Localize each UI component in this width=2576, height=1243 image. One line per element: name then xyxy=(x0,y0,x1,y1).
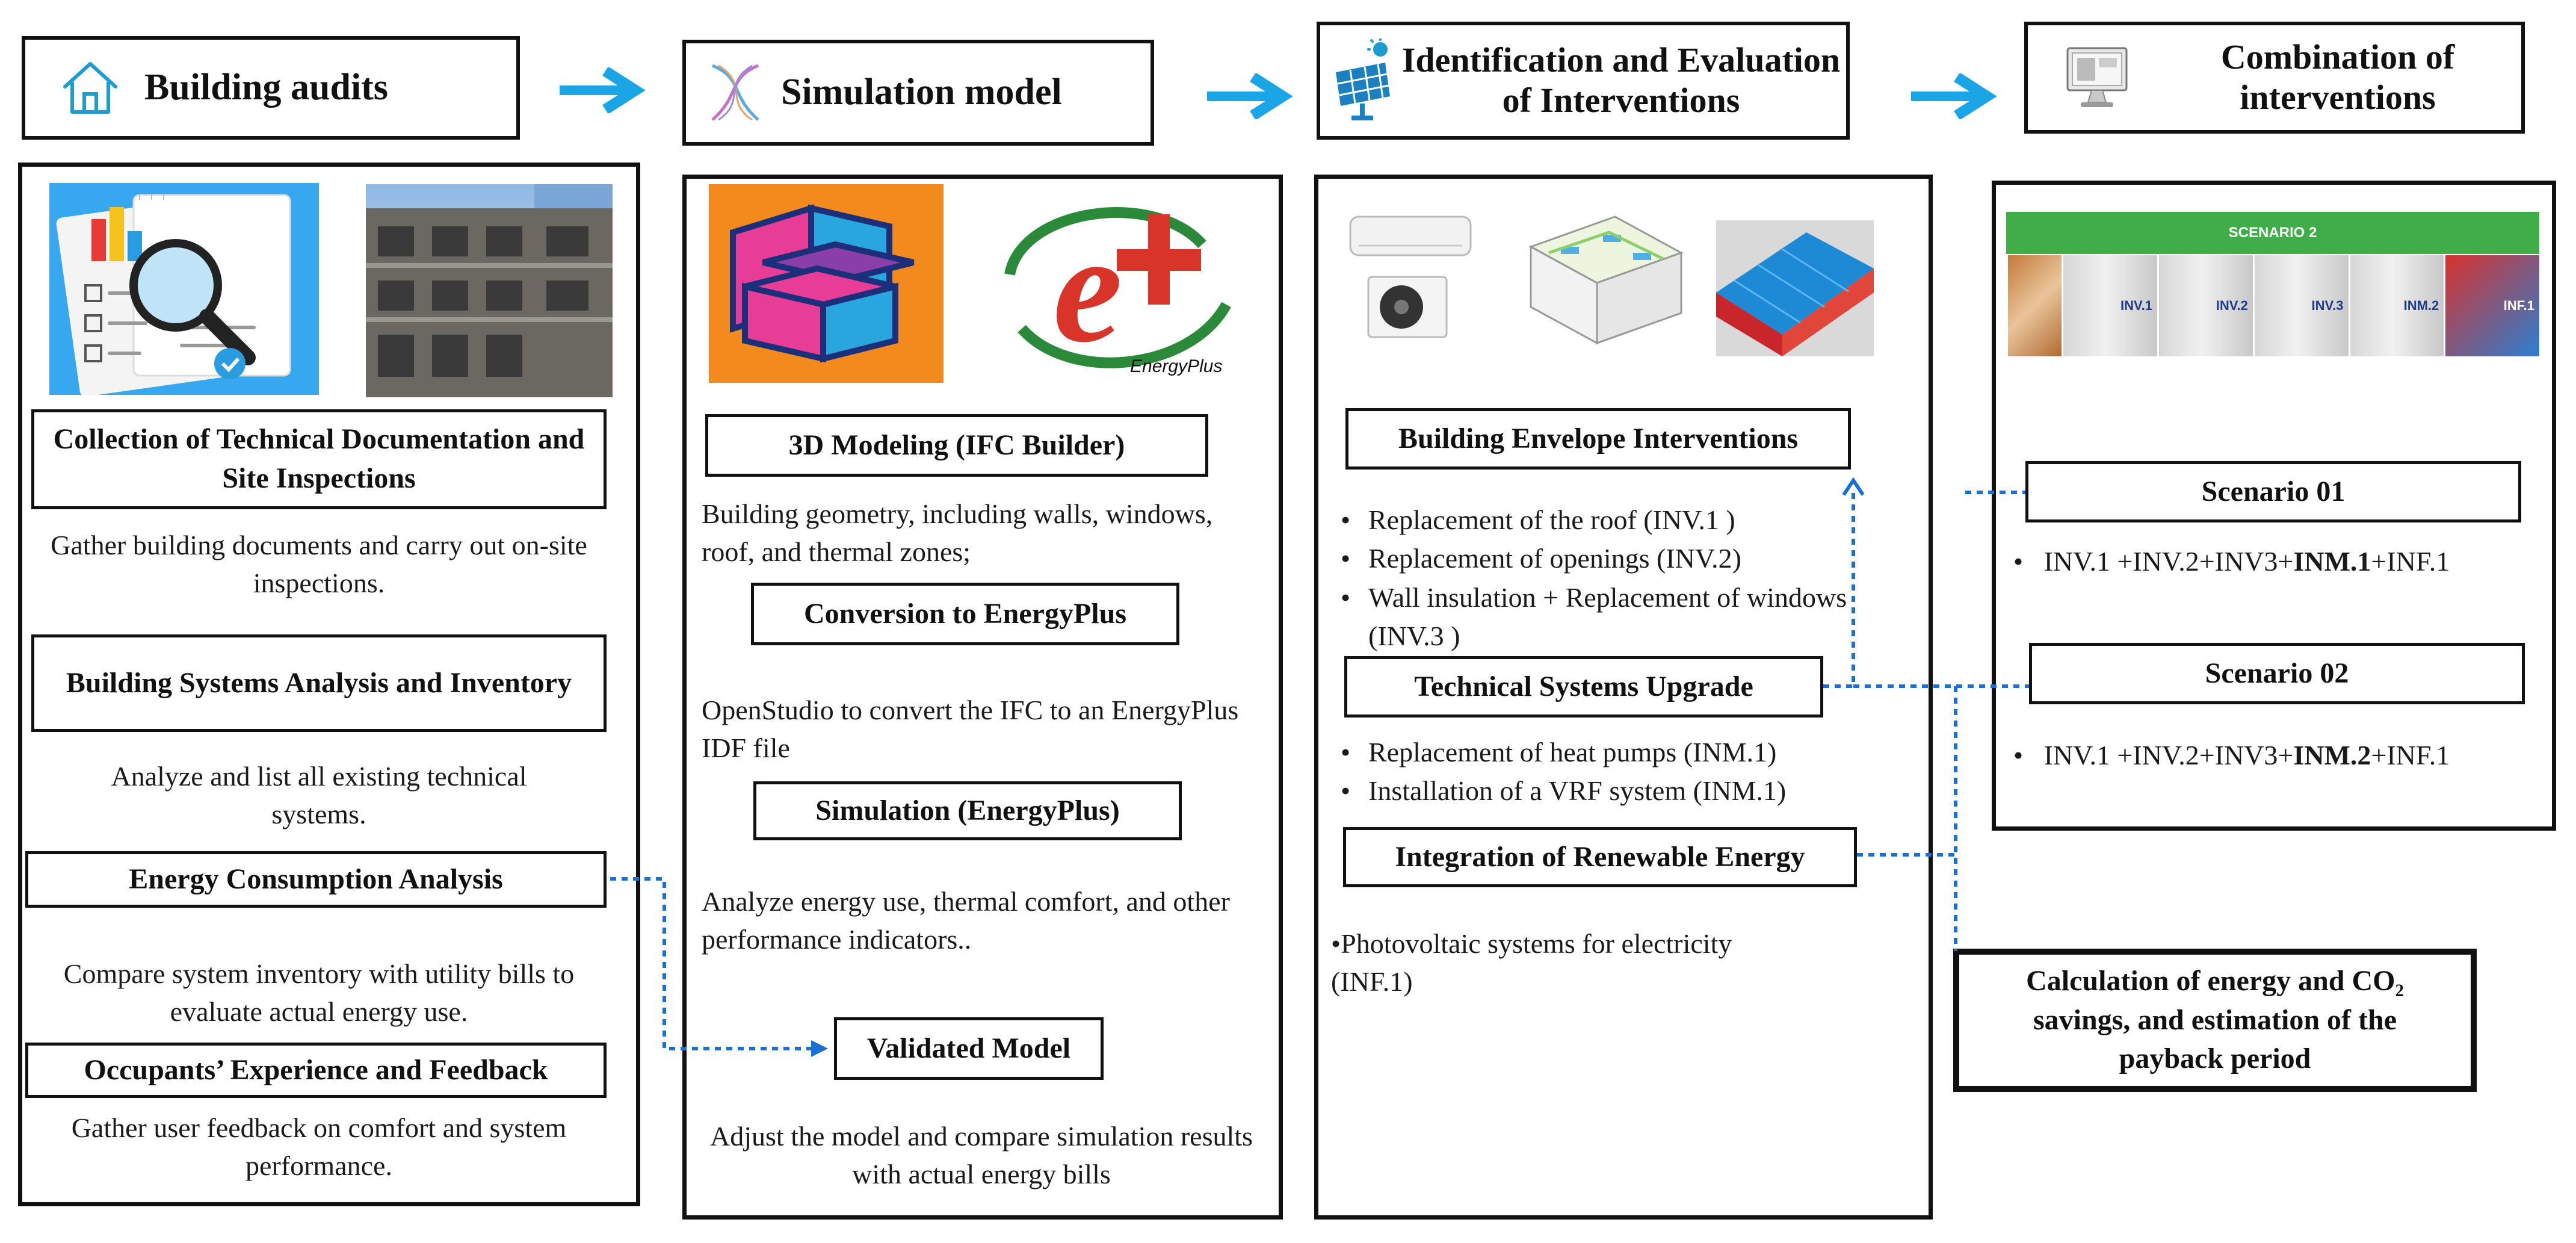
scenario-01-box: Scenario 01 xyxy=(2025,461,2521,522)
heat-pump-image xyxy=(1344,211,1477,343)
formula-part: +INF.1 xyxy=(2371,546,2450,577)
sim-step-simulation: Simulation (EnergyPlus) xyxy=(753,781,1182,840)
audit-step-energy-consumption: Energy Consumption Analysis xyxy=(25,851,607,908)
stage-header-combination: Combination of interventions xyxy=(2024,22,2525,134)
strip-label: INV.1 xyxy=(2120,298,2153,313)
step-title: Building Systems Analysis and Inventory xyxy=(66,666,572,699)
bullet: • xyxy=(2013,740,2044,770)
intervention-group-technical: Technical Systems Upgrade xyxy=(1344,656,1823,718)
strip-label: INV.2 xyxy=(2216,298,2248,313)
intervention-group-renewable: Integration of Renewable Energy xyxy=(1343,827,1857,887)
strip-label: INM.2 xyxy=(2403,298,2439,313)
step-description: Gather building documents and carry out … xyxy=(51,530,587,599)
formula-highlight: INM.1 xyxy=(2293,546,2371,577)
waveform-icon xyxy=(706,60,764,126)
solar-panel-icon xyxy=(1332,39,1392,123)
stage-header-audits: Building audits xyxy=(22,36,520,140)
group-title: Technical Systems Upgrade xyxy=(1414,670,1753,702)
banner-label: SCENARIO 2 xyxy=(2228,225,2317,241)
ifc-builder-logo xyxy=(709,184,944,383)
scenario-title: Scenario 01 xyxy=(2201,475,2346,507)
building-photo xyxy=(366,184,613,397)
sim-step-3d-modeling: 3D Modeling (IFC Builder) xyxy=(705,414,1208,477)
audit-report-image xyxy=(49,183,319,395)
scenario-strip: INV.1 INV.2 INV.3 INM.2 INF.1 xyxy=(2006,255,2540,356)
stage-header-interventions: Identification and Evaluation of Interve… xyxy=(1317,22,1850,140)
strip-cell: INV.1 xyxy=(2062,255,2158,356)
strip-cell: INM.2 xyxy=(2348,255,2444,356)
step-description: Analyze energy use, thermal comfort, and… xyxy=(702,886,1230,955)
step-title: Validated Model xyxy=(866,1032,1071,1064)
list-item: Installation of a VRF system (INM.1) xyxy=(1337,772,1879,811)
step-title: Energy Consumption Analysis xyxy=(129,863,503,895)
scenario-01-formula: • INV.1 +INV.2+INV3+INM.1+INF.1 xyxy=(2013,545,2450,577)
stage-title: Combination of interventions xyxy=(2220,37,2455,117)
technical-list: Replacement of heat pumps (INM.1) Instal… xyxy=(1337,733,1879,811)
house-icon xyxy=(60,59,120,117)
stage-title: Building audits xyxy=(144,67,388,108)
stage-title: Simulation model xyxy=(781,72,1062,113)
intervention-group-envelope: Building Envelope Interventions xyxy=(1345,408,1851,470)
stage-title: Identification and Evaluation of Interve… xyxy=(1401,40,1841,120)
sim-step-conversion: Conversion to EnergyPlus xyxy=(751,583,1179,645)
renewable-item: •Photovoltaic systems for electricity (I… xyxy=(1331,928,1732,997)
energyplus-logo-text: EnergyPlus xyxy=(1130,356,1223,376)
calculation-text: Calculation of energy and CO₂ savings, a… xyxy=(2026,964,2404,1075)
computer-monitor-icon xyxy=(2064,45,2130,111)
energyplus-logo: e EnergyPlus xyxy=(998,190,1238,385)
list-item: Replacement of the roof (INV.1 ) xyxy=(1337,501,1879,540)
step-description: Building geometry, including walls, wind… xyxy=(702,498,1213,568)
stage-header-simulation: Simulation model xyxy=(682,40,1154,146)
step-title: Simulation (EnergyPlus) xyxy=(815,794,1120,826)
step-description: Adjust the model and compare simulation … xyxy=(710,1121,1253,1190)
strip-cell: INV.2 xyxy=(2157,255,2253,356)
audit-step-occupant-feedback: Occupants’ Experience and Feedback xyxy=(25,1043,607,1098)
step-description: OpenStudio to convert the IFC to an Ener… xyxy=(702,695,1239,764)
list-item: Wall insulation + Replacement of windows… xyxy=(1337,578,1879,656)
list-item: Replacement of heat pumps (INM.1) xyxy=(1337,733,1879,772)
strip-cell xyxy=(2006,255,2062,356)
scenario-banner: SCENARIO 2 xyxy=(2006,212,2539,254)
group-title: Building Envelope Interventions xyxy=(1398,422,1799,454)
formula-part: INV.1 +INV.2+INV3+ xyxy=(2043,740,2294,770)
arrow-right-icon xyxy=(560,67,646,113)
strip-cell: INF.1 xyxy=(2444,255,2540,356)
envelope-list: Replacement of the roof (INV.1 ) Replace… xyxy=(1337,501,1879,656)
scenario-02-formula: • INV.1 +INV.2+INV3+INM.2+INF.1 xyxy=(2013,739,2450,771)
scenario-02-box: Scenario 02 xyxy=(2029,643,2525,704)
step-title: Collection of Technical Documentation an… xyxy=(53,423,585,494)
arrow-right-icon xyxy=(1911,73,1997,119)
audit-step-systems-inventory: Building Systems Analysis and Inventory xyxy=(31,634,607,732)
bullet: • xyxy=(2013,546,2044,577)
strip-label: INF.1 xyxy=(2503,298,2535,313)
step-description: Gather user feedback on comfort and syst… xyxy=(71,1112,567,1182)
roof-insulation-image xyxy=(1716,220,1874,356)
list-item: Replacement of openings (INV.2) xyxy=(1337,539,1879,578)
strip-label: INV.3 xyxy=(2311,298,2344,313)
formula-part: INV.1 +INV.2+INV3+ xyxy=(2043,546,2294,577)
formula-highlight: INM.2 xyxy=(2293,740,2371,770)
svg-text:e: e xyxy=(1053,202,1122,375)
vrf-system-image xyxy=(1525,211,1687,349)
formula-part: +INF.1 xyxy=(2371,740,2450,770)
calculation-box: Calculation of energy and CO₂ savings, a… xyxy=(1953,949,2477,1092)
step-title: Conversion to EnergyPlus xyxy=(803,597,1126,630)
strip-cell: INV.3 xyxy=(2252,255,2349,356)
scenario-title: Scenario 02 xyxy=(2205,657,2349,689)
step-title: Occupants’ Experience and Feedback xyxy=(84,1053,548,1086)
group-title: Integration of Renewable Energy xyxy=(1395,840,1805,873)
step-description: Compare system inventory with utility bi… xyxy=(63,958,575,1028)
arrow-right-icon xyxy=(1207,73,1293,119)
step-description: Analyze and list all existing technical … xyxy=(111,761,527,830)
step-title: 3D Modeling (IFC Builder) xyxy=(788,429,1125,461)
sim-step-validated-model: Validated Model xyxy=(834,1017,1104,1080)
audit-step-documentation: Collection of Technical Documentation an… xyxy=(31,409,607,509)
